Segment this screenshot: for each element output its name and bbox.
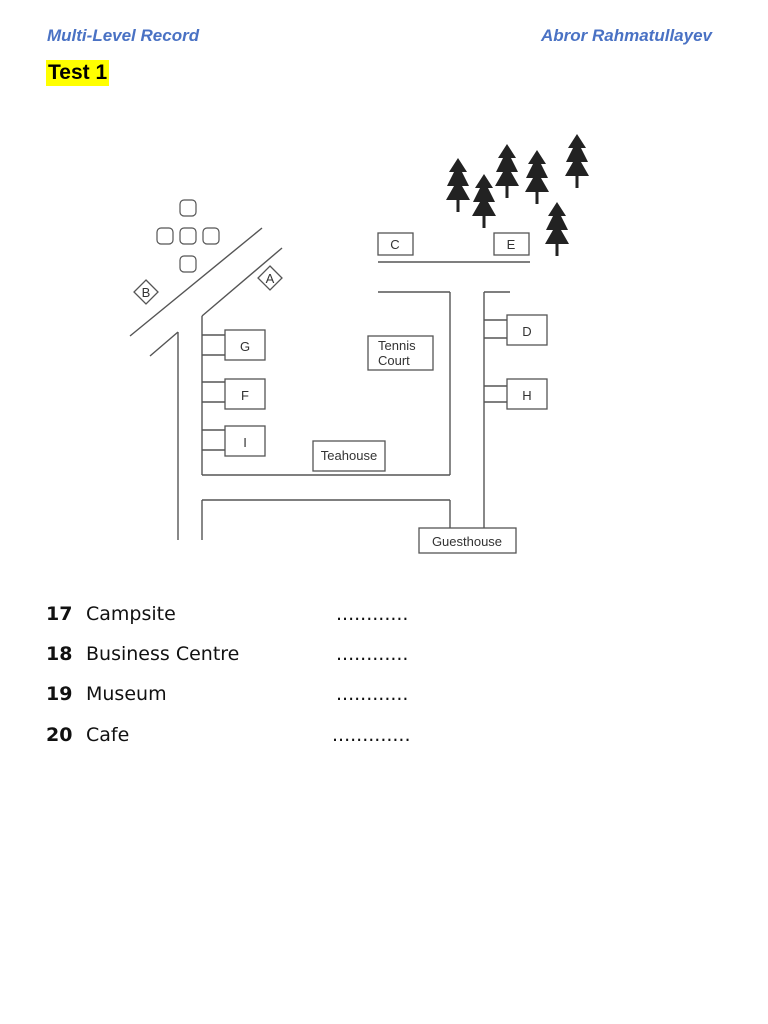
label-i: I — [243, 435, 247, 450]
label-h: H — [522, 388, 531, 403]
question-number: 18 — [46, 643, 73, 665]
answer-blank: ............ — [336, 603, 409, 625]
answer-blank: ............ — [336, 683, 409, 705]
answer-blank: ............ — [336, 643, 409, 665]
box-e — [493, 232, 530, 256]
box-f — [224, 378, 266, 410]
question-label: Museum — [86, 683, 167, 705]
diamond-b — [133, 279, 159, 305]
guesthouse-box — [418, 527, 517, 554]
box-h — [506, 378, 548, 410]
answer-blank: ............. — [332, 724, 411, 746]
diamond-a — [257, 265, 283, 291]
question-row: 20 Cafe ............. — [46, 724, 446, 750]
diagonal-road-upper-edge — [129, 227, 263, 337]
label-b: B — [142, 285, 151, 300]
diagonal-road-lower-edge-right — [201, 247, 283, 317]
label-c: C — [390, 237, 399, 252]
label-guesthouse: Guesthouse — [432, 534, 502, 549]
label-tennis-line2: Court — [378, 353, 410, 368]
label-tennis-line1: Tennis — [378, 338, 416, 353]
label-f: F — [241, 388, 249, 403]
label-teahouse: Teahouse — [321, 448, 377, 463]
box-i — [224, 425, 266, 457]
label-a: A — [266, 271, 275, 286]
question-row: 19 Museum ............ — [46, 683, 446, 709]
question-number: 20 — [46, 724, 73, 746]
author-name: Abror Rahmatullayev — [541, 26, 712, 45]
diagonal-road-lower-edge-left — [149, 331, 179, 357]
question-row: 17 Campsite ............ — [46, 603, 446, 629]
box-g — [224, 329, 266, 361]
question-number: 19 — [46, 683, 73, 705]
tennis-court-box — [367, 335, 434, 371]
box-c — [377, 232, 414, 256]
question-label: Campsite — [86, 603, 176, 625]
tables-cluster-icon — [156, 199, 220, 273]
label-e: E — [507, 237, 516, 252]
teahouse-box — [312, 440, 386, 472]
question-row: 18 Business Centre ............ — [46, 643, 446, 669]
label-g: G — [240, 339, 250, 354]
label-d: D — [522, 324, 531, 339]
question-label: Business Centre — [86, 643, 240, 665]
map-diagram: G F I D H C E B A Teahouse Guesthouse Te… — [129, 134, 589, 554]
test-title: Test 1 — [46, 60, 110, 86]
question-label: Cafe — [86, 724, 130, 746]
box-d — [506, 314, 548, 346]
campus-map: G F I D H C E B A Teahouse Guesthouse Te… — [110, 120, 670, 570]
trees-icon — [446, 134, 589, 256]
header-title: Multi-Level Record — [47, 26, 200, 45]
question-number: 17 — [46, 603, 73, 625]
